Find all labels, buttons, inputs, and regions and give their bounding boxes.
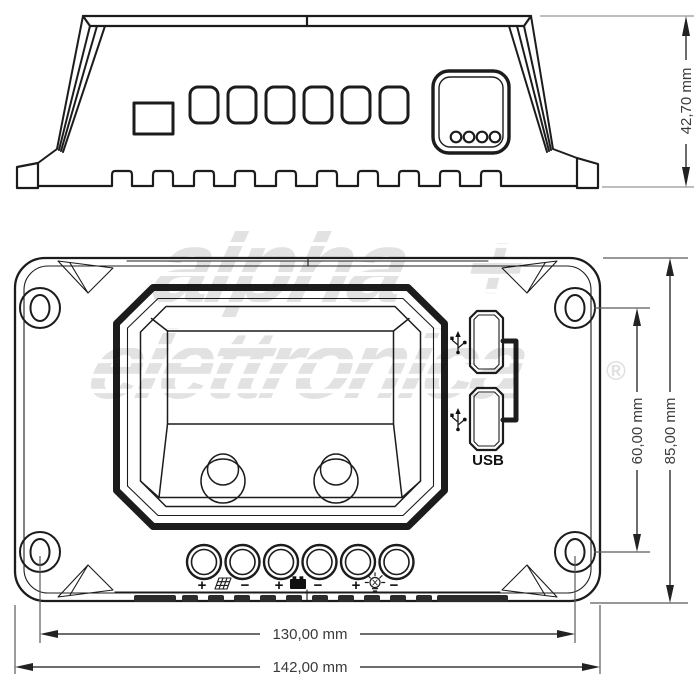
arrowhead-right-icon: [582, 663, 600, 671]
case-top-edge-line: [126, 257, 489, 267]
button-panel-face: [158, 423, 403, 499]
side-vent-square-cutout: [132, 101, 175, 136]
arrowhead-right-icon: [557, 630, 575, 638]
terminal-pv-plus[interactable]: [185, 543, 223, 581]
arrowhead-down-icon: [682, 167, 690, 187]
arrowhead-up-icon: [633, 308, 641, 326]
extension-lines: [590, 257, 688, 604]
side-view-serrated-bottom: [36, 169, 579, 188]
vent-strip: [134, 595, 508, 602]
corner-chamfers: [57, 260, 558, 598]
vent-slot: [264, 85, 296, 125]
extension-lines: [39, 556, 576, 643]
battery-icon: [290, 576, 306, 589]
dim-label-130-00: 130,00 mm: [272, 626, 347, 643]
side-view: [15, 14, 600, 190]
screen-frame: [139, 305, 422, 508]
vent-slot: [226, 85, 258, 125]
front-view: USB + − + − + −: [13, 256, 602, 603]
dim-text-mask: [262, 657, 358, 676]
side-vent-slots: [188, 85, 410, 125]
usb-port-bottom[interactable]: [468, 386, 505, 452]
solar-panel-icon: [214, 577, 232, 590]
lcd-bezel: [113, 284, 448, 530]
vent-slot: [378, 85, 410, 125]
usb-bracket: [500, 338, 519, 423]
side-view-left-foot: [15, 161, 40, 190]
mounting-hole-top-left: [19, 287, 61, 329]
extension-lines: [594, 307, 650, 553]
terminal-row: [185, 543, 415, 581]
usb-label: USB: [472, 452, 504, 469]
extension-lines: [14, 605, 601, 674]
dimension-hole-spacing-horizontal: 130,00 mm: [39, 556, 576, 643]
dim-label-42-70: 42,70 mm: [678, 68, 695, 135]
arrowhead-left-icon: [40, 630, 58, 638]
arrowhead-down-icon: [633, 534, 641, 552]
connector-pin-holes: [449, 130, 502, 144]
vent-slot: [188, 85, 220, 125]
lcd-bezel-inner-line: [126, 297, 435, 517]
dim-label-85-00: 85,00 mm: [662, 398, 679, 465]
lcd-display-window: [166, 330, 395, 425]
terminal-battery-minus[interactable]: [301, 543, 338, 581]
dim-text-mask: [628, 393, 646, 469]
side-view-right-flare: [508, 15, 578, 159]
terminal-battery-plus[interactable]: [262, 543, 300, 581]
side-view-top-edge: [81, 14, 533, 28]
button-right[interactable]: [313, 453, 359, 504]
dimension-overall-width: 142,00 mm: [14, 605, 601, 676]
terminal-signs: + − + − + −: [198, 577, 399, 594]
usb-trident-icon: [450, 331, 467, 355]
dim-text-mask: [262, 624, 358, 643]
terminal-load-plus[interactable]: [339, 543, 377, 581]
battery-plus-sign: +: [275, 577, 284, 594]
arrowhead-up-icon: [666, 258, 674, 276]
side-view-left-flare: [37, 15, 106, 164]
pv-minus-sign: −: [241, 577, 250, 594]
dim-text-mask: [677, 62, 695, 142]
side-view-right-foot: [575, 156, 600, 190]
dimension-overall-height: 85,00 mm: [590, 257, 688, 604]
dimension-hole-spacing-vertical: 60,00 mm: [594, 307, 650, 553]
mounting-hole-top-right: [554, 287, 596, 329]
vent-slot: [302, 85, 334, 125]
usb-trident-icon: [450, 408, 467, 432]
case-inner-line: [23, 265, 592, 594]
arrowhead-left-icon: [15, 663, 33, 671]
button-left[interactable]: [200, 453, 246, 504]
bottom-inner-line: [114, 589, 501, 602]
lamp-icon: [364, 572, 386, 592]
terminal-pv-minus[interactable]: [224, 543, 261, 581]
dim-label-60-00: 60,00 mm: [629, 398, 646, 465]
pv-plus-sign: +: [198, 577, 207, 594]
load-plus-sign: +: [352, 577, 361, 594]
side-connector-port: [431, 69, 511, 155]
arrowhead-down-icon: [666, 585, 674, 603]
dim-text-mask: [661, 393, 679, 469]
battery-minus-sign: −: [314, 577, 323, 594]
vent-slot: [340, 85, 372, 125]
usb-port-top[interactable]: [468, 309, 505, 375]
dim-label-142-00: 142,00 mm: [272, 659, 347, 676]
terminal-load-minus[interactable]: [378, 543, 415, 581]
load-minus-sign: −: [390, 577, 399, 594]
arrowhead-up-icon: [682, 16, 690, 36]
extension-lines: [540, 15, 694, 188]
dimension-side-height: 42,70 mm: [540, 15, 695, 188]
